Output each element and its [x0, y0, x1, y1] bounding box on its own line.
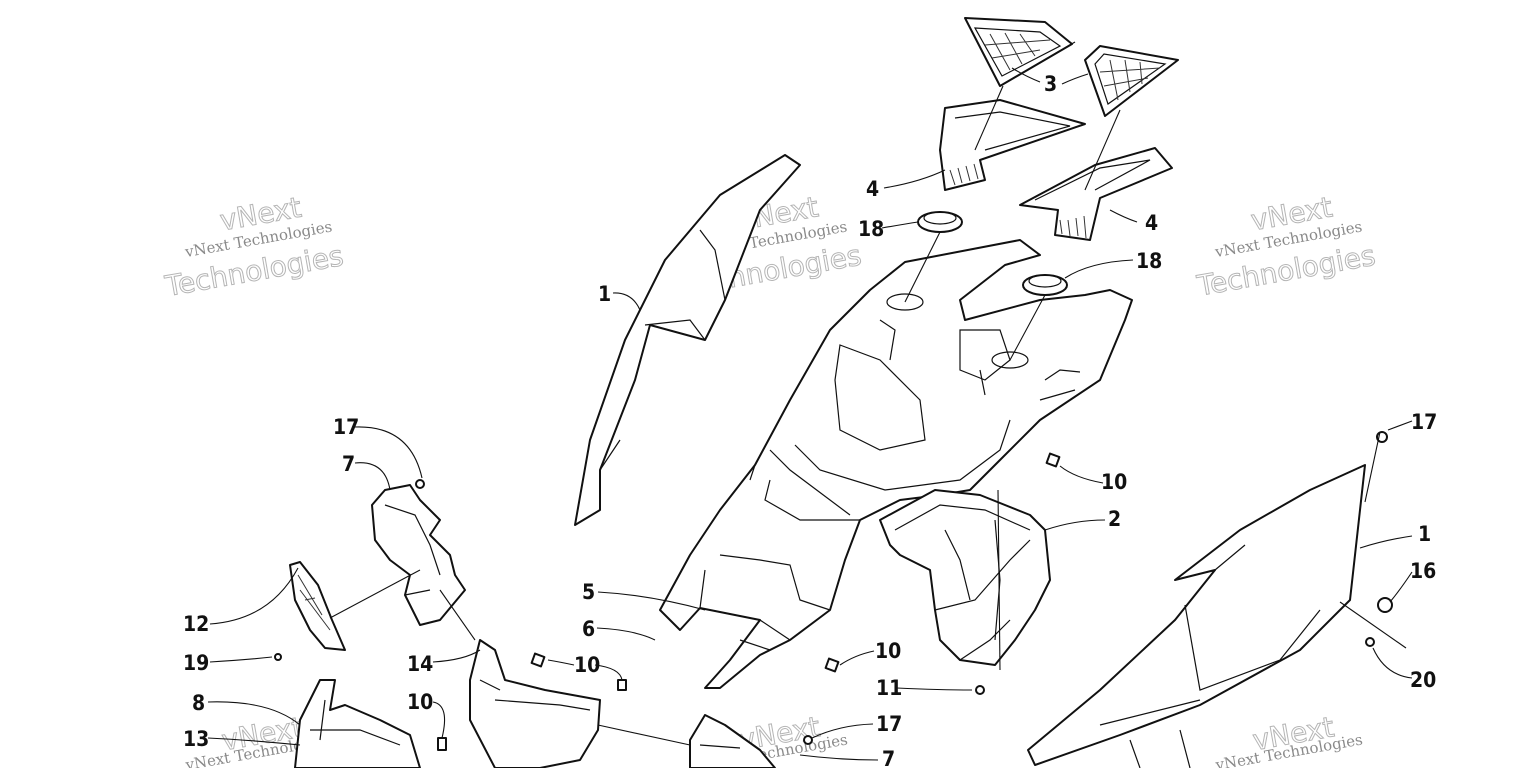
duct-housing-left — [939, 99, 1086, 191]
side-panel-left — [574, 154, 801, 526]
bracket-lower-center — [689, 714, 776, 768]
callout-7-bottom: 7 — [882, 747, 895, 768]
callout-12: 12 — [183, 612, 209, 636]
clip-10-lower — [617, 679, 627, 691]
screw-20 — [1365, 637, 1375, 647]
callout-5: 5 — [582, 580, 595, 604]
vent-grille-right — [1084, 45, 1179, 117]
callout-2: 2 — [1108, 507, 1121, 531]
callout-13: 13 — [183, 727, 209, 751]
callout-10-center-left: 10 — [574, 653, 600, 677]
clip-10-left — [530, 652, 546, 668]
callout-1-right: 1 — [1418, 522, 1431, 546]
clip-10-bottom — [437, 737, 447, 751]
screw-11 — [975, 685, 985, 695]
callout-17-bottom: 17 — [876, 712, 902, 736]
watermark-top-left: vNext Technologies Technologies vNext — [162, 190, 347, 303]
callouts: 3 4 4 18 18 1 17 10 2 1 16 20 17 7 5 6 1… — [183, 72, 1437, 768]
small-grille — [289, 561, 346, 651]
callout-19: 19 — [183, 651, 209, 675]
vent-grille-left — [964, 17, 1076, 87]
grommet-16 — [1377, 597, 1393, 613]
callout-6: 6 — [582, 617, 595, 641]
clip-10-center — [824, 657, 840, 673]
callout-8: 8 — [192, 691, 205, 715]
callout-4-left: 4 — [866, 177, 879, 201]
callout-18-left: 18 — [858, 217, 884, 241]
callout-7-top: 7 — [342, 452, 355, 476]
callout-1-left: 1 — [598, 282, 611, 306]
callout-11: 11 — [876, 676, 902, 700]
rivet-17-bottom — [803, 735, 813, 745]
rivet-17-left — [415, 479, 425, 489]
callout-17-left: 17 — [333, 415, 359, 439]
screw-19 — [274, 653, 282, 661]
grommet-left — [917, 211, 963, 233]
callout-10-right: 10 — [1101, 470, 1127, 494]
air-intake-box — [879, 489, 1051, 666]
callout-4-right: 4 — [1145, 211, 1158, 235]
bracket-upper-left — [371, 484, 466, 626]
callout-3: 3 — [1044, 72, 1057, 96]
callout-17-right: 17 — [1411, 410, 1437, 434]
duct-housing-right — [1019, 147, 1173, 241]
callout-10-bottom: 10 — [407, 690, 433, 714]
grommet-right — [1022, 274, 1068, 296]
side-panel-right — [1027, 464, 1366, 768]
lower-panel — [469, 639, 601, 768]
callout-18-right: 18 — [1136, 249, 1162, 273]
leader-lines — [207, 67, 1413, 761]
watermark-top-right: vNext Technologies Technologies vNext — [1193, 190, 1378, 303]
clip-10-right — [1045, 452, 1061, 468]
hood-body — [659, 239, 1133, 689]
callout-16: 16 — [1410, 559, 1436, 583]
hardware — [274, 431, 1393, 751]
callout-14: 14 — [407, 652, 433, 676]
lower-left-assembly — [294, 679, 421, 768]
callout-20: 20 — [1410, 668, 1436, 692]
watermark-bottom-right: vNext Technologies vNext — [1213, 710, 1364, 768]
callout-10-center: 10 — [875, 639, 901, 663]
